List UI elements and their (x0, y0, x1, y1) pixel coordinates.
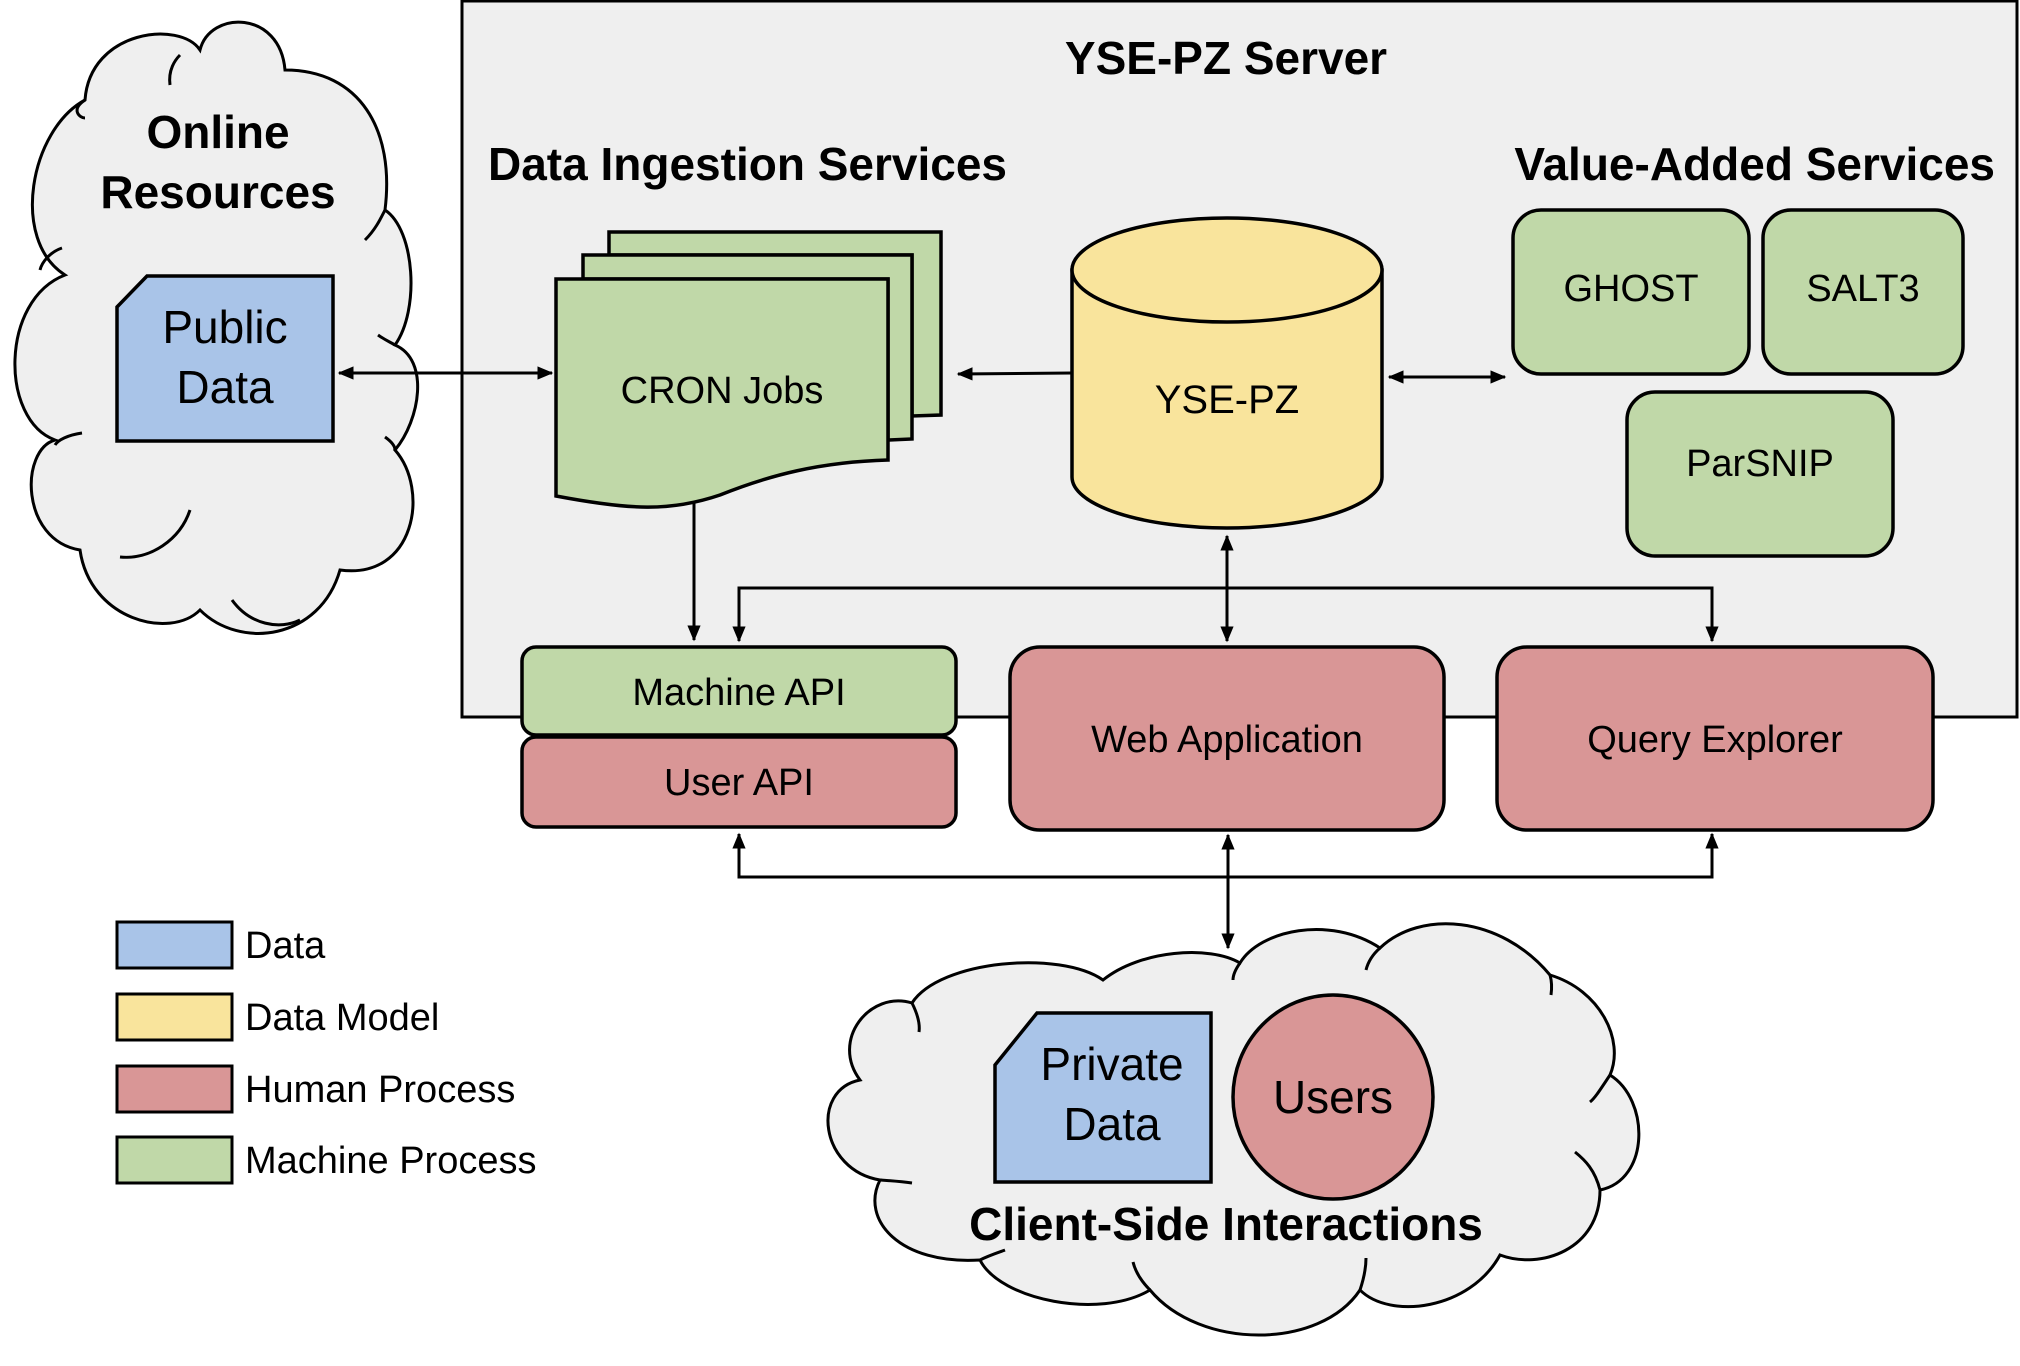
service-salt3[interactable]: SALT3 (1761, 208, 1965, 376)
query-explorer-node[interactable]: Query Explorer (1495, 645, 1935, 832)
legend-item-data-model: Data Model (115, 992, 439, 1042)
user-api-node[interactable]: User API (520, 735, 958, 829)
salt3-label: SALT3 (1806, 268, 1919, 310)
cron-jobs-node[interactable]: CRON Jobs (554, 230, 943, 509)
legend-label-data-model: Data Model (245, 997, 439, 1039)
connector-distribution-bottom (732, 832, 1719, 879)
web-application-node[interactable]: Web Application (1008, 645, 1446, 832)
online-resources-title-line1: Online (146, 106, 289, 158)
legend-label-human-process: Human Process (245, 1069, 515, 1111)
web-application-label: Web Application (1091, 719, 1363, 761)
legend: Data Data Model Human Process Machine Pr… (115, 920, 536, 1185)
public-data-node[interactable]: Public Data (115, 274, 335, 443)
service-ghost[interactable]: GHOST (1511, 208, 1751, 376)
legend-label-machine-process: Machine Process (245, 1140, 536, 1182)
arrow-db-cron (956, 367, 1073, 381)
private-data-label-line1: Private (1040, 1038, 1183, 1090)
cron-jobs-label: CRON Jobs (621, 370, 824, 412)
online-resources-title-line2: Resources (100, 166, 335, 218)
public-data-label-line2: Data (176, 361, 274, 413)
legend-swatch-data-model (115, 992, 234, 1042)
query-explorer-label: Query Explorer (1587, 719, 1843, 761)
ingestion-title: Data Ingestion Services (488, 138, 1007, 190)
database-label: YSE-PZ (1155, 378, 1299, 422)
private-data-node[interactable]: Private Data (993, 1011, 1213, 1184)
yse-pz-database-node[interactable]: YSE-PZ (1070, 216, 1384, 530)
service-parsnip[interactable]: ParSNIP (1625, 390, 1895, 558)
ghost-label: GHOST (1563, 268, 1698, 310)
client-side-cloud (826, 922, 1641, 1337)
legend-item-data: Data (115, 920, 326, 970)
legend-swatch-machine-process (115, 1135, 234, 1185)
parsnip-label: ParSNIP (1686, 443, 1834, 485)
users-node[interactable]: Users (1231, 993, 1435, 1201)
connector-distribution-top (732, 586, 1719, 643)
private-data-label-line2: Data (1063, 1098, 1161, 1150)
value-added-title: Value-Added Services (1514, 138, 1995, 190)
machine-api-label: Machine API (632, 672, 845, 714)
legend-label-data: Data (245, 925, 326, 967)
legend-item-human-process: Human Process (115, 1064, 515, 1114)
server-title: YSE-PZ Server (1065, 32, 1387, 84)
legend-swatch-data (115, 920, 234, 970)
user-api-label: User API (664, 762, 814, 804)
client-side-title: Client-Side Interactions (969, 1198, 1483, 1250)
public-data-label-line1: Public (162, 301, 287, 353)
legend-swatch-human-process (115, 1064, 234, 1114)
legend-item-machine-process: Machine Process (115, 1135, 536, 1185)
machine-api-node[interactable]: Machine API (520, 645, 958, 737)
users-label: Users (1273, 1071, 1393, 1123)
